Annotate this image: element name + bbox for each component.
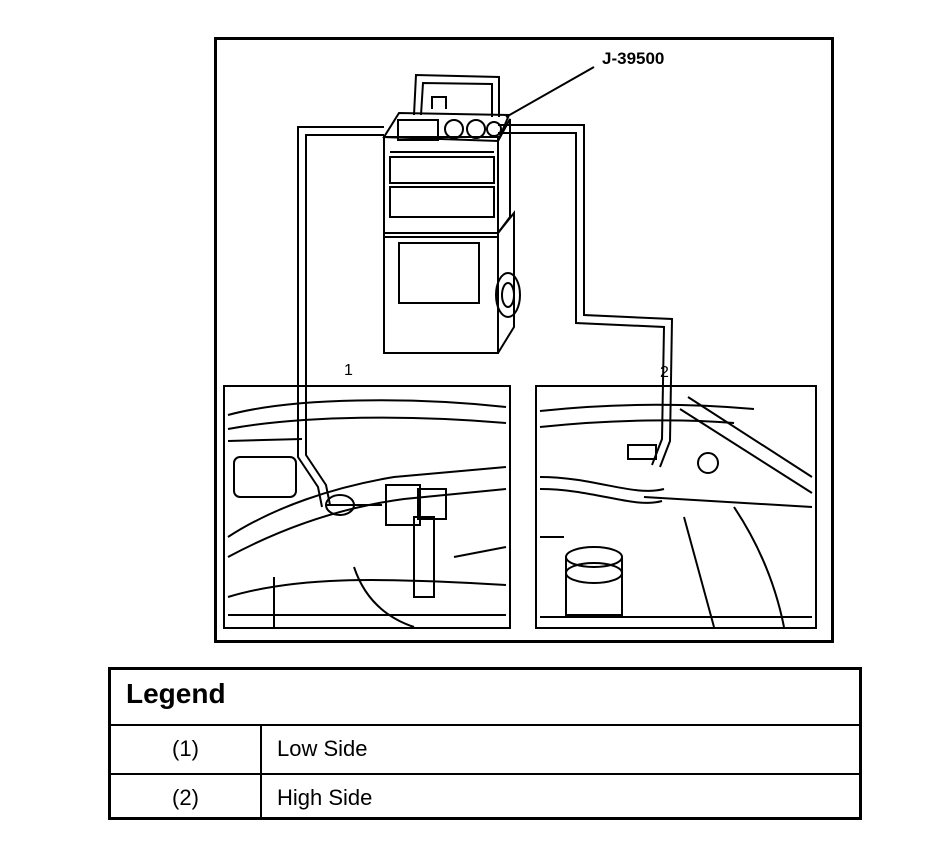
legend-table: Legend (1) Low Side (2) High Side [108,667,862,820]
legend-text: Low Side [262,726,859,773]
machine-handle [414,75,499,117]
legend-number: (1) [111,726,262,773]
port-1-number: 1 [344,362,353,380]
low-side-hose [298,127,384,507]
high-side-hose [498,125,672,467]
illustration-drawing [214,37,834,643]
port-2-number: 2 [660,364,669,382]
legend-text: High Side [262,775,859,820]
tool-callout: J-39500 [602,49,664,69]
legend-row: (2) High Side [111,773,859,820]
legend-row: (1) Low Side [111,726,859,773]
low-side-engine-view [224,386,510,628]
machine-knob [432,97,446,109]
callout-leader-line [506,67,594,117]
high-side-engine-view [536,386,816,628]
legend-number: (2) [111,775,262,820]
legend-title: Legend [111,670,859,726]
recovery-machine [384,113,520,353]
ac-recovery-illustration: J-39500 1 2 [214,37,834,643]
